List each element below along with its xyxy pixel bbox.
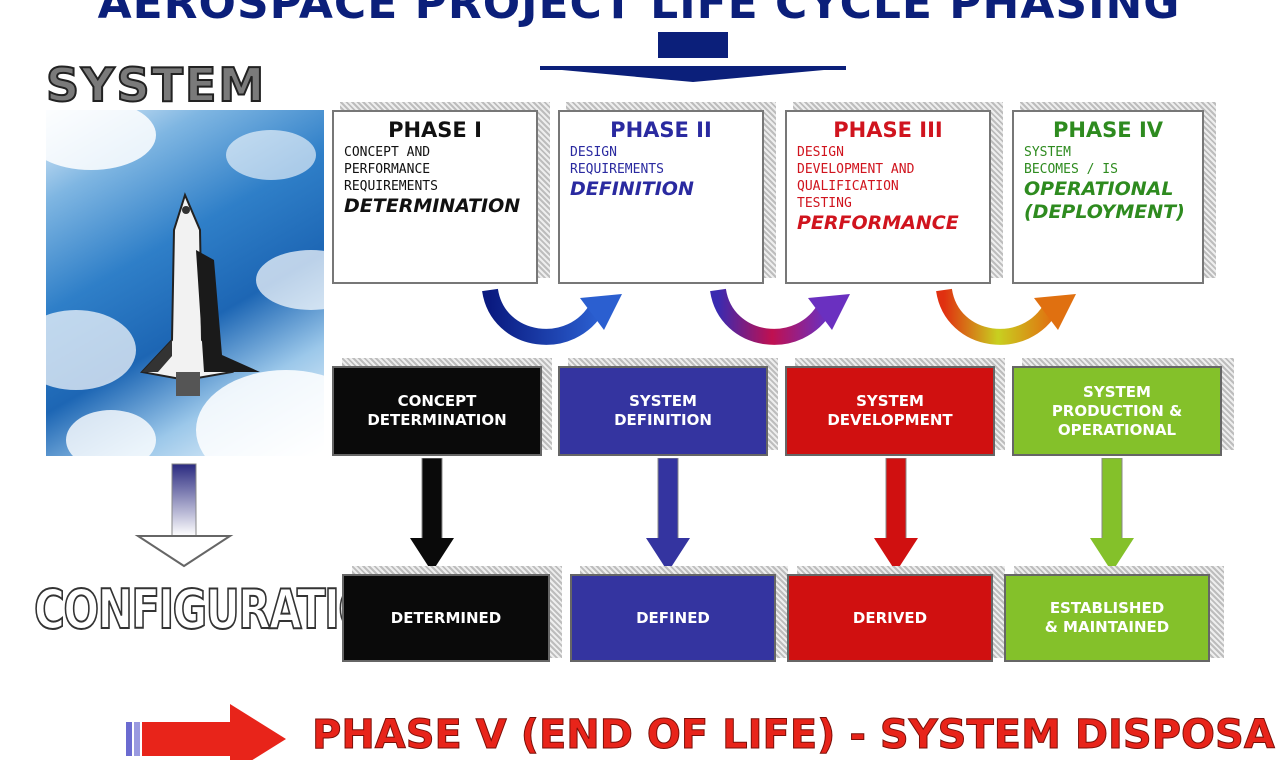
phase-2-title: PHASE II	[610, 118, 712, 142]
outcome-determined: DETERMINED	[342, 574, 550, 662]
shuttle-icon	[140, 192, 260, 396]
stage-2-down-arrow-icon	[646, 458, 690, 572]
phase-3-to-4-curved-arrow-icon	[936, 288, 1076, 345]
phase-4-keyword: OPERATIONAL (DEPLOYMENT)	[1024, 178, 1185, 223]
phase-2-box: PHASE II DESIGN REQUIREMENTS DEFINITION	[558, 110, 764, 284]
outcome-derived: DERIVED	[787, 574, 993, 662]
diagram-title: AEROSPACE PROJECT LIFE CYCLE PHASING	[97, 0, 1181, 29]
outcome-defined: DEFINED	[570, 574, 776, 662]
phase-4-box: PHASE IV SYSTEM BECOMES / IS OPERATIONAL…	[1012, 110, 1204, 284]
phase-3-description: DESIGN DEVELOPMENT AND QUALIFICATION TES…	[797, 145, 915, 211]
phase-3-keyword: PERFORMANCE	[797, 212, 959, 234]
stage-3-down-arrow-icon	[874, 458, 918, 572]
system-to-configuration-arrow-icon	[134, 463, 234, 568]
stage-1-down-arrow-icon	[410, 458, 454, 572]
stage-system-definition: SYSTEM DEFINITION	[558, 366, 768, 456]
phase-1-title: PHASE I	[388, 118, 482, 142]
phase-1-keyword: DETERMINATION	[344, 195, 521, 217]
stage-system-production-operational: SYSTEM PRODUCTION & OPERATIONAL	[1012, 366, 1222, 456]
phase-3-box: PHASE III DESIGN DEVELOPMENT AND QUALIFI…	[785, 110, 991, 284]
phase-5-right-arrow-icon	[126, 704, 286, 760]
space-shuttle-photo	[46, 110, 324, 456]
phase-2-keyword: DEFINITION	[570, 178, 694, 200]
outcome-established-maintained: ESTABLISHED & MAINTAINED	[1004, 574, 1210, 662]
stage-4-down-arrow-icon	[1090, 458, 1134, 572]
phase-2-description: DESIGN REQUIREMENTS	[570, 145, 664, 177]
phase-5-label: PHASE V (END OF LIFE) - SYSTEM DISPOSAL	[311, 712, 1278, 759]
stage-concept-determination: CONCEPT DETERMINATION	[332, 366, 542, 456]
title-down-arrow-icon	[540, 32, 846, 82]
phase-1-box: PHASE I CONCEPT AND PERFORMANCE REQUIREM…	[332, 110, 538, 284]
phase-4-description: SYSTEM BECOMES / IS	[1024, 145, 1118, 177]
phase-3-title: PHASE III	[833, 118, 943, 142]
phase-2-to-3-curved-arrow-icon	[710, 288, 850, 345]
phase-1-to-2-curved-arrow-icon	[482, 288, 622, 345]
system-label: SYSTEM	[45, 57, 267, 113]
phase-4-title: PHASE IV	[1052, 118, 1164, 142]
stage-system-development: SYSTEM DEVELOPMENT	[785, 366, 995, 456]
phase-1-description: CONCEPT AND PERFORMANCE REQUIREMENTS	[344, 145, 438, 194]
